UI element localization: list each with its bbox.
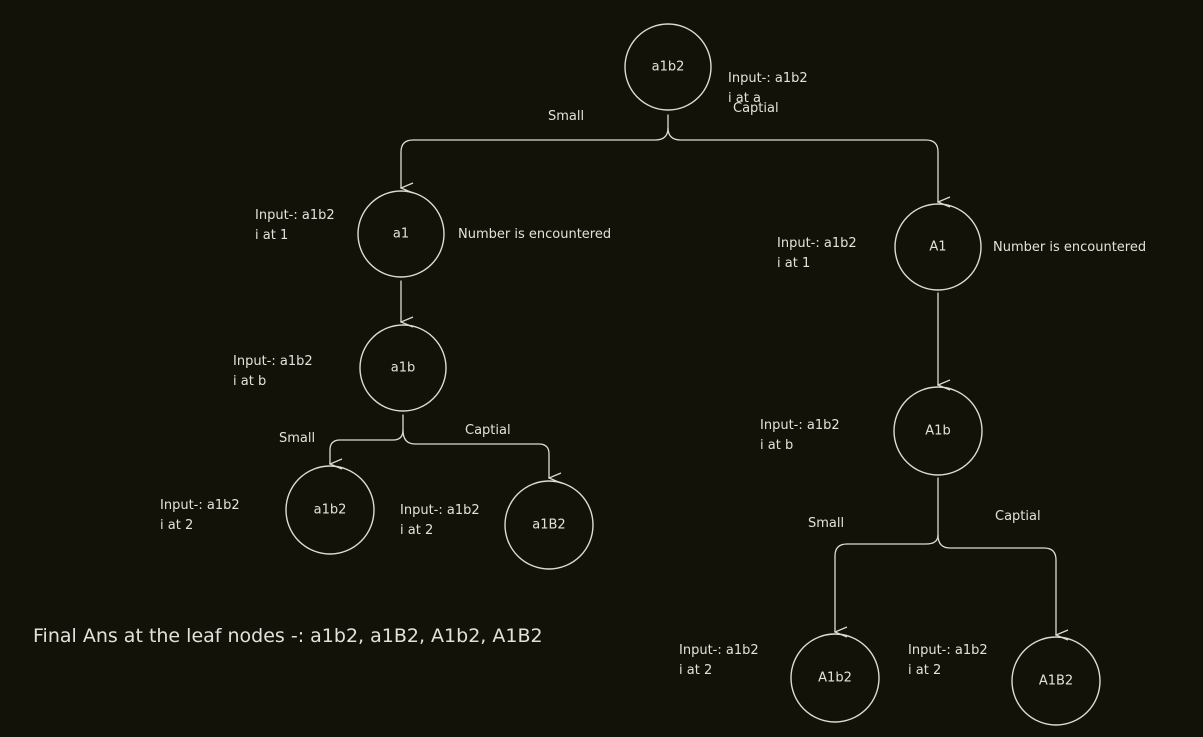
a1-index-note: i at 1: [255, 228, 288, 243]
a1-number-note: Number is encountered: [458, 227, 611, 242]
node-label: a1b: [391, 361, 416, 376]
edge-label-small-a1b: Small: [279, 431, 315, 446]
final-answer: Final Ans at the leaf nodes -: a1b2, a1B…: [33, 625, 543, 647]
node-label: A1b2: [818, 671, 852, 686]
a1B2-input-note: Input-: a1b2: [400, 503, 480, 518]
node-root[interactable]: a1b2: [624, 23, 712, 111]
node-a1B2-leaf[interactable]: a1B2: [504, 480, 594, 570]
A1-number-note: Number is encountered: [993, 240, 1146, 255]
a1B2-index-note: i at 2: [400, 523, 433, 538]
A1b2-index-note: i at 2: [679, 663, 712, 678]
A1b-index-note: i at b: [760, 438, 793, 453]
node-A1B2-leaf[interactable]: A1B2: [1011, 636, 1101, 726]
edge-root-to-A1: [667, 127, 938, 202]
node-A1b2-leaf[interactable]: A1b2: [790, 633, 880, 723]
node-label: a1b2: [314, 503, 347, 518]
a1b2-index-note: i at 2: [160, 518, 193, 533]
A1b2-input-note: Input-: a1b2: [679, 643, 759, 658]
A1b-input-note: Input-: a1b2: [760, 418, 840, 433]
edge-A1b-to-A1b2: [835, 477, 939, 632]
node-a1b2-leaf[interactable]: a1b2: [285, 465, 375, 555]
A1B2-input-note: Input-: a1b2: [908, 643, 988, 658]
A1B2-index-note: i at 2: [908, 663, 941, 678]
node-A1[interactable]: A1: [894, 203, 982, 291]
a1b-input-note: Input-: a1b2: [233, 354, 313, 369]
edge-a1b-to-a1B2: [402, 429, 549, 478]
node-label: a1: [393, 227, 409, 242]
A1-input-note: Input-: a1b2: [777, 236, 857, 251]
edge-label-small-A1b: Small: [808, 516, 844, 531]
root-index-note: i at a: [728, 91, 761, 106]
edge-label-capital-A1b: Captial: [995, 509, 1041, 524]
node-label: A1B2: [1039, 674, 1073, 689]
edge-A1b-to-A1B2: [937, 534, 1056, 635]
node-label: A1: [929, 240, 946, 255]
edge-label-capital-root: Captial: [733, 101, 779, 116]
a1b2-input-note: Input-: a1b2: [160, 498, 240, 513]
edge-a1b-to-a1b2: [330, 414, 404, 464]
a1b-index-note: i at b: [233, 374, 266, 389]
node-label: a1b2: [652, 60, 685, 75]
node-a1[interactable]: a1: [357, 190, 445, 278]
node-A1b[interactable]: A1b: [893, 386, 983, 476]
edge-root-to-a1: [401, 114, 669, 188]
node-a1b[interactable]: a1b: [359, 324, 447, 412]
node-label: A1b: [925, 424, 950, 439]
A1-index-note: i at 1: [777, 256, 810, 271]
edge-label-capital-a1b: Captial: [465, 423, 511, 438]
a1-input-note: Input-: a1b2: [255, 208, 335, 223]
edge-label-small-root: Small: [548, 109, 584, 124]
root-input-note: Input-: a1b2: [728, 71, 808, 86]
node-label: a1B2: [532, 518, 565, 533]
